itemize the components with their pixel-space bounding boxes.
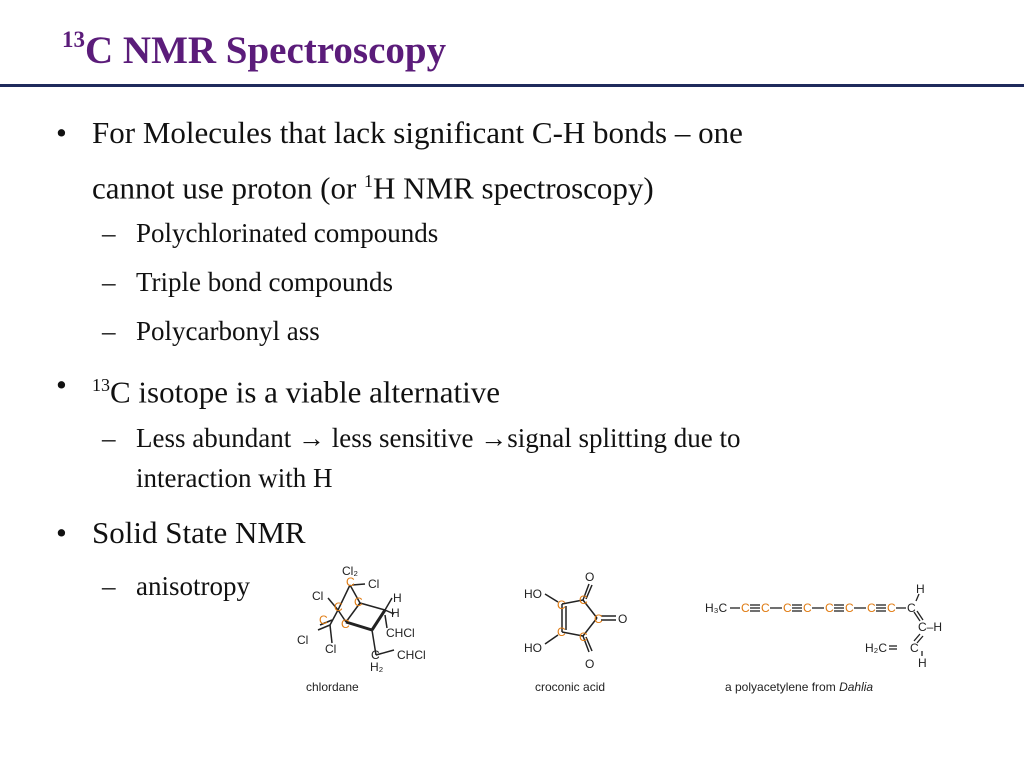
polyacetylene-carbon: C	[825, 601, 834, 615]
polyacetylene-h3c: H₃C	[705, 601, 728, 615]
polyacetylene-carbon: C	[803, 601, 812, 615]
bullet-text-line1: For Molecules that lack significant C-H …	[92, 115, 743, 150]
polyacetylene-carbon: C	[887, 601, 896, 615]
chlordane-cl2: Cl₂	[342, 564, 358, 578]
croconic-acid-labels: HO O C C C O C C HO O croconic acid	[524, 570, 627, 694]
sub-dash: –	[102, 423, 116, 453]
sub-text-line1: Less abundant → less sensitive →signal s…	[136, 418, 740, 458]
polyacetylene-caption: a polyacetylene from Dahlia	[725, 680, 873, 694]
polyacetylene-carbon-vinyl: C	[910, 641, 919, 655]
bullet-text: 13C isotope is a viable alternative	[92, 366, 500, 411]
sub-text-c: signal splitting due to	[507, 423, 741, 453]
polyacetylene-carbon: C	[761, 601, 770, 615]
croconic-ho: HO	[524, 641, 542, 655]
croconic-o: O	[618, 612, 627, 626]
bullet-text-main: C isotope is a viable alternative	[110, 374, 500, 410]
chlordane-carbon: C	[334, 600, 343, 614]
chlordane-h2: H₂	[370, 660, 384, 674]
chlordane-chcl: CHCl	[386, 626, 415, 640]
croconic-carbon: C	[594, 612, 603, 626]
bullet-text-line2-pre: cannot use proton (or	[92, 170, 365, 206]
sub-text-a: Less abundant	[136, 423, 298, 453]
chlordane-cl: Cl	[368, 577, 379, 591]
chlordane-carbon-ring: C	[371, 648, 380, 662]
title-superscript: 13	[62, 27, 85, 52]
polyacetylene-caption-italic: Dahlia	[839, 680, 873, 694]
title-text: C NMR Spectroscopy	[85, 29, 447, 72]
chlordane-labels: Cl₂ C Cl Cl C C H H C C CHCl Cl Cl C CHC…	[297, 564, 426, 694]
sub-text: Polychlorinated compounds	[136, 218, 439, 248]
slide-title: 13C NMR Spectroscopy	[62, 27, 447, 73]
arrow-icon: →	[297, 423, 325, 453]
chlordane-cl: Cl	[312, 589, 323, 603]
sub-dash: –	[102, 571, 116, 601]
croconic-acid-structure	[544, 583, 616, 653]
isotope-superscript: 13	[92, 375, 110, 395]
bullet-dot: •	[56, 367, 67, 402]
polyacetylene-labels: H₃C C C C C C C C C C H C–H H₂C C H a po…	[705, 582, 942, 694]
proton-superscript: 1	[364, 171, 374, 191]
chlordane-chcl: CHCl	[397, 648, 426, 662]
croconic-caption: croconic acid	[535, 680, 605, 694]
polyacetylene-carbon: C	[741, 601, 750, 615]
bullet-text-line2-post: H NMR spectroscopy)	[373, 170, 654, 206]
chlordane-cl: Cl	[297, 633, 308, 647]
croconic-carbon: C	[557, 625, 566, 639]
sub-dash: –	[102, 316, 116, 346]
sub-text-b: less sensitive	[324, 423, 481, 453]
croconic-carbon: C	[557, 598, 566, 612]
chlordane-caption: chlordane	[306, 680, 359, 694]
sub-polycarbonyl: – Polycarbonyl ass	[102, 311, 320, 351]
croconic-ho: HO	[524, 587, 542, 601]
polyacetylene-caption-text: a polyacetylene from	[725, 680, 839, 694]
title-divider	[0, 84, 1024, 87]
sub-dash: –	[102, 218, 116, 248]
chlordane-cl: Cl	[325, 642, 336, 656]
chlordane-carbon: C	[354, 595, 363, 609]
polyacetylene-h: H	[916, 582, 925, 596]
sub-text: anisotropy	[136, 571, 250, 601]
bullet-text: Solid State NMR	[92, 515, 306, 550]
chlordane-h: H	[391, 606, 400, 620]
bullet-dot: •	[56, 515, 67, 550]
croconic-o: O	[585, 657, 594, 671]
chlordane-structure	[317, 583, 395, 656]
bullet-text-line2: cannot use proton (or 1H NMR spectroscop…	[92, 162, 743, 207]
polyacetylene-carbon: C	[783, 601, 792, 615]
bullet-solid-state: • Solid State NMR	[56, 514, 306, 552]
polyacetylene-carbon: C	[867, 601, 876, 615]
polyacetylene-h2c: H₂C	[865, 641, 887, 655]
croconic-carbon: C	[579, 630, 588, 644]
croconic-carbon: C	[579, 593, 588, 607]
sub-less-abundant: – Less abundant → less sensitive →signal…	[102, 418, 740, 498]
sub-triple-bond: – Triple bond compounds	[102, 262, 393, 302]
sub-polychlorinated: – Polychlorinated compounds	[102, 213, 438, 253]
sub-text: Polycarbonyl ass	[136, 316, 320, 346]
chlordane-carbon: C	[341, 617, 350, 631]
chlordane-h: H	[393, 591, 402, 605]
polyacetylene-carbon-end: C	[907, 601, 916, 615]
arrow-icon: →	[480, 423, 508, 453]
chlordane-carbon: C	[346, 575, 355, 589]
bullet-no-ch-bonds: • For Molecules that lack significant C-…	[56, 114, 743, 207]
croconic-o: O	[585, 570, 594, 584]
bullet-13c-isotope: • 13C isotope is a viable alternative	[56, 366, 500, 411]
polyacetylene-h: H	[918, 656, 927, 670]
sub-dash: –	[102, 267, 116, 297]
chlordane-carbon: C	[319, 613, 328, 627]
sub-anisotropy: – anisotropy	[102, 566, 250, 606]
sub-text-line2: interaction with H	[136, 463, 333, 493]
sub-text: Triple bond compounds	[136, 267, 394, 297]
polyacetylene-ch: C–H	[918, 620, 942, 634]
bullet-dot: •	[56, 115, 67, 150]
polyacetylene-structure	[730, 593, 924, 656]
polyacetylene-carbon: C	[845, 601, 854, 615]
